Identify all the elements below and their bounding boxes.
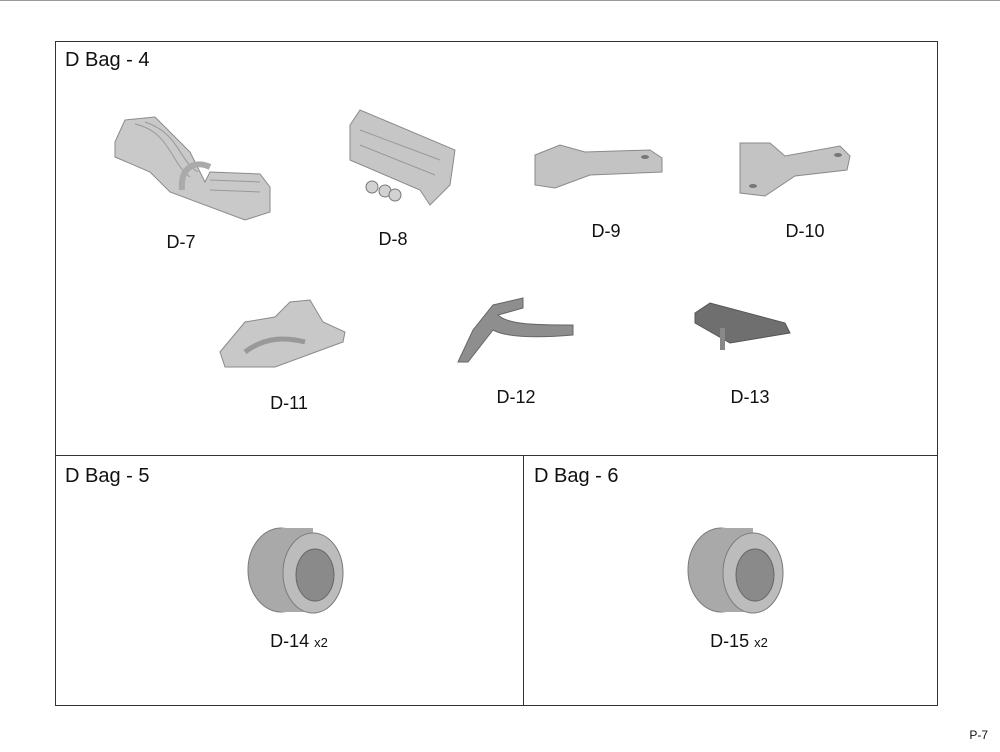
page-number: P-7	[969, 728, 988, 742]
arm-part-icon	[457, 297, 574, 363]
wheel-part-icon	[247, 527, 344, 614]
part-label: D-12	[496, 387, 536, 407]
part-label: D-10	[785, 221, 825, 241]
part-label: D-13	[730, 387, 770, 407]
front-wing-part-icon	[114, 116, 271, 221]
section-title-bag-6: D Bag - 6	[534, 465, 619, 487]
rear-wing-part-icon	[349, 109, 456, 206]
section-divider	[55, 455, 938, 456]
bracket-part-icon	[534, 144, 663, 189]
section-divider	[523, 455, 524, 706]
section-title-bag-5: D Bag - 5	[65, 465, 150, 487]
part-label: D-9	[591, 221, 621, 241]
cowl-part-icon	[219, 299, 346, 368]
parts-frame	[55, 41, 938, 706]
quantity: x2	[314, 635, 328, 650]
part-label: D-8	[378, 229, 408, 249]
section-title-bag-4: D Bag - 4	[65, 49, 150, 71]
part-label: D-7	[166, 232, 196, 252]
bracket-part-icon	[739, 142, 851, 197]
top-rule	[0, 0, 1000, 1]
part-label: D-11	[270, 393, 308, 413]
quantity: x2	[754, 635, 768, 650]
fin-part-icon	[694, 302, 791, 350]
wheel-part-icon	[687, 527, 784, 614]
